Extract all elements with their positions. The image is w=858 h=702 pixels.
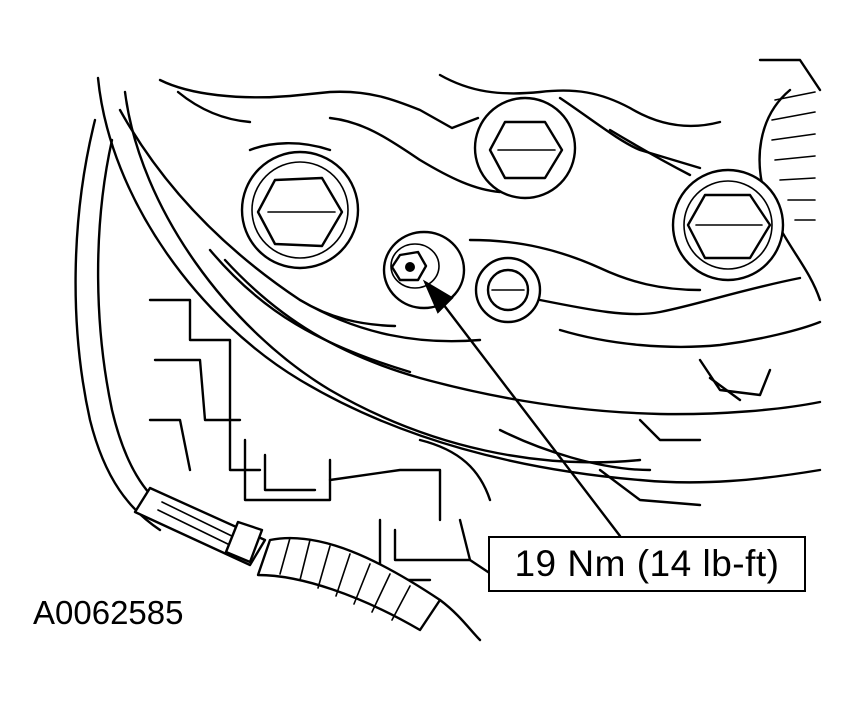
wire-harness [133,486,482,642]
bolt-top [473,96,577,200]
figure-id: A0062585 [33,594,184,631]
lower-brackets [148,298,772,582]
bolt-left [240,150,360,270]
bolt-small [474,256,542,324]
target-fastener-icon [382,230,466,310]
torque-label: 19 Nm (14 lb-ft) [514,543,780,584]
bolt-right [671,168,785,282]
torque-callout: 19 Nm (14 lb-ft) [488,536,806,592]
leader-arrow-icon [422,279,622,538]
